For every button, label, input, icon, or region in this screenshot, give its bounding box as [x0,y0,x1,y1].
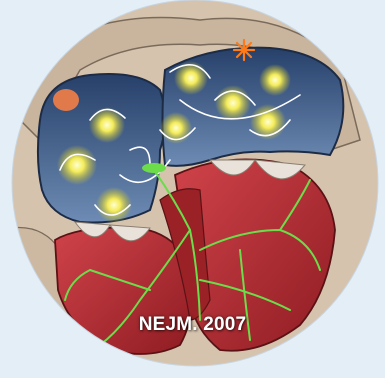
sinus-node [53,89,79,111]
focus-marker-icon [234,40,254,60]
caption: NEJM. 2007 [0,314,385,336]
